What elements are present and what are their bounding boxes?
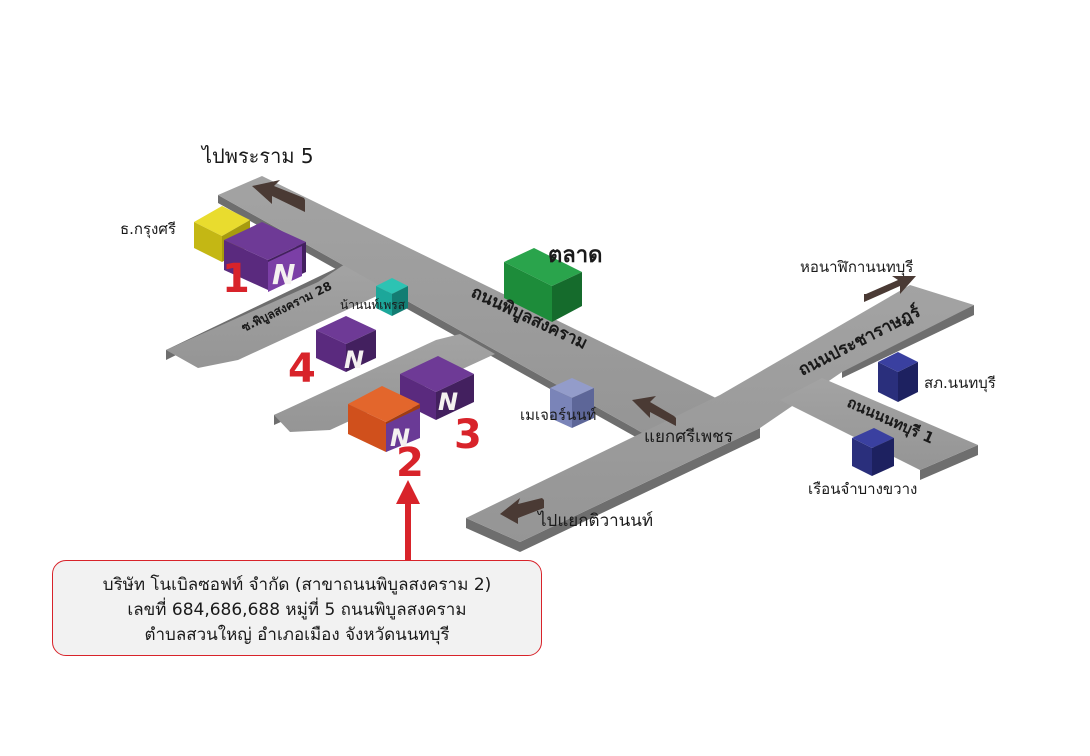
branch-1-number: 1 [222,256,250,302]
branch-2-logo: N [390,424,410,452]
major-label: เมเจอร์นนท์ [520,406,596,424]
provincial-office-label: สภ.นนทบุรี [924,374,996,393]
direction-hospital-label: หอนาฬิกานนทบุรี [800,258,913,277]
branch-1-logo: N [272,258,295,291]
nannonphon-block [376,278,408,316]
bank-label: ธ.กรุงศรี [120,220,176,239]
pointer-arrow-icon [396,480,420,560]
arrow-to-rama5-icon [252,180,305,212]
address-line-1: บริษัท โนเบิลซอฟท์ จำกัด (สาขาถนนพิบูลสง… [102,575,492,595]
address-line-3: ตำบลสวนใหญ่ อำเภอเมือง จังหวัดนนทบุรี [144,625,450,645]
address-line-2: เลขที่ 684,686,688 หมู่ที่ 5 ถนนพิบูลสงค… [127,600,467,620]
branch-4-block: N [316,316,376,374]
provincial-office-block [878,352,918,402]
nannonphon-label: น้านนท์เพรส [340,298,406,312]
branch-4-logo: N [344,346,364,374]
major-block [550,378,594,428]
branch-3-block: N [400,356,474,420]
prison-label: เรือนจำบางขวาง [808,480,917,498]
market-label: ตลาด [548,243,602,268]
arrow-to-hospital-icon [864,276,916,302]
direction-arrows [252,180,916,524]
branch-2-number: 2 [396,440,424,486]
market-block [504,248,582,322]
branch-4-number: 4 [288,346,316,392]
branch-3-number: 3 [454,412,482,458]
junction-label: แยกศรีเพชร [644,427,733,447]
arrow-junction-icon [632,396,676,426]
road-network [166,176,978,552]
branch-3-logo: N [438,388,458,416]
branch-1-block: N [224,222,306,292]
address-box: บริษัท โนเบิลซอฟท์ จำกัด (สาขาถนนพิบูลสง… [52,560,542,656]
arrow-to-tiwanon-icon [500,498,544,524]
direction-rama5-label: ไปพระราม 5 [200,144,314,168]
branch-2-block: N [348,386,420,452]
prison-block [852,428,894,476]
direction-tiwanon-label: ไปแยกติวานนท์ [536,510,653,531]
